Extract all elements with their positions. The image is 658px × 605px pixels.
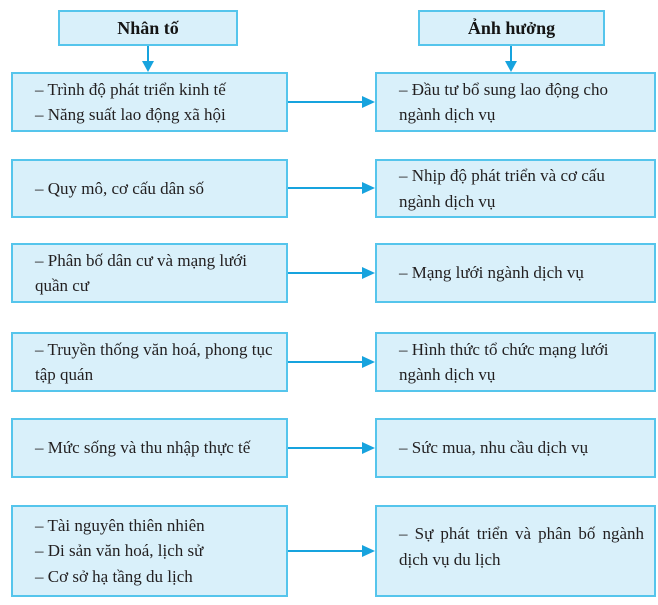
header-effect-box: Ảnh hưởng (418, 10, 605, 46)
factor-box-5: – Mức sống và thu nhập thực tế (11, 418, 288, 478)
factor-box-3: – Phân bố dân cư và mạng lưới quần cư (11, 243, 288, 303)
effect-item: – Đầu tư bổ sung lao động cho ngành dịch… (399, 79, 608, 125)
effect-box-5: – Sức mua, nhu cầu dịch vụ (375, 418, 656, 478)
factor-item: – Cơ sở hạ tầng du lịch (35, 566, 193, 586)
right-arrow-icon (288, 545, 375, 557)
header-factor-label: Nhân tố (117, 17, 179, 38)
factor-box-2: – Quy mô, cơ cấu dân số (11, 159, 288, 218)
factor-item: – Phân bố dân cư và mạng lưới quần cư (35, 250, 248, 296)
factor-item: – Trình độ phát triển kinh tế (35, 79, 226, 99)
effect-item: – Sự phát triển và phân bố ngành dịch vụ… (399, 524, 644, 569)
factor-item: – Tài nguyên thiên nhiên (35, 515, 205, 535)
effect-box-1: – Đầu tư bổ sung lao động cho ngành dịch… (375, 72, 656, 132)
right-arrow-icon (288, 182, 375, 194)
effect-box-2: – Nhịp độ phát triển và cơ cấu ngành dịc… (375, 159, 656, 218)
factor-box-1: – Trình độ phát triển kinh tế – Năng suấ… (11, 72, 288, 132)
factor-box-4: – Truyền thống văn hoá, phong tục tập qu… (11, 332, 288, 392)
header-effect-label: Ảnh hưởng (467, 17, 556, 38)
effect-box-6: – Sự phát triển và phân bố ngành dịch vụ… (375, 505, 656, 597)
effect-item: – Mạng lưới ngành dịch vụ (399, 263, 584, 283)
right-arrow-icon (288, 96, 375, 108)
factor-item: – Mức sống và thu nhập thực tế (35, 438, 251, 458)
effect-item: – Nhịp độ phát triển và cơ cấu ngành dịc… (399, 166, 605, 211)
right-arrow-icon (288, 442, 375, 454)
right-arrow-icon (288, 356, 375, 368)
header-factor-box: Nhân tố (58, 10, 238, 46)
factor-item: – Quy mô, cơ cấu dân số (35, 178, 205, 198)
effect-box-4: – Hình thức tổ chức mạng lưới ngành dịch… (375, 332, 656, 392)
down-arrow-icon (142, 46, 154, 72)
right-arrow-icon (288, 267, 375, 279)
factor-box-6: – Tài nguyên thiên nhiên – Di sản văn ho… (11, 505, 288, 597)
effect-box-3: – Mạng lưới ngành dịch vụ (375, 243, 656, 303)
effect-item: – Sức mua, nhu cầu dịch vụ (399, 438, 589, 458)
factor-item: – Di sản văn hoá, lịch sử (35, 541, 204, 561)
down-arrow-icon (505, 46, 517, 72)
effect-item: – Hình thức tổ chức mạng lưới ngành dịch… (399, 339, 609, 385)
factor-item: – Năng suất lao động xã hội (35, 105, 226, 124)
factor-item: – Truyền thống văn hoá, phong tục tập qu… (35, 339, 273, 385)
